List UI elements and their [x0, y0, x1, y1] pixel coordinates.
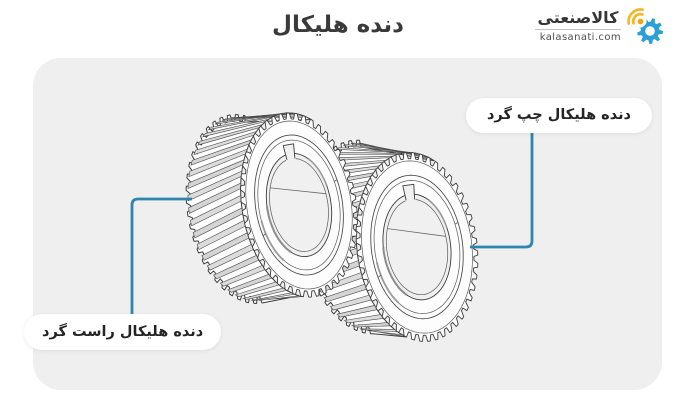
callout-left-handed-gear: دنده هلیکال چپ گرد: [466, 98, 652, 133]
gear-signal-icon: [627, 8, 663, 44]
callout-right-handed-gear: دنده هلیکال راست گرد: [24, 314, 222, 350]
brand-domain: kalasanati.com: [539, 31, 621, 43]
page-title: دنده هلیکال: [271, 12, 404, 38]
brand-name: کالاصنعتی: [535, 8, 621, 30]
brand-logo: کالاصنعتی kalasanati.com: [535, 6, 666, 46]
